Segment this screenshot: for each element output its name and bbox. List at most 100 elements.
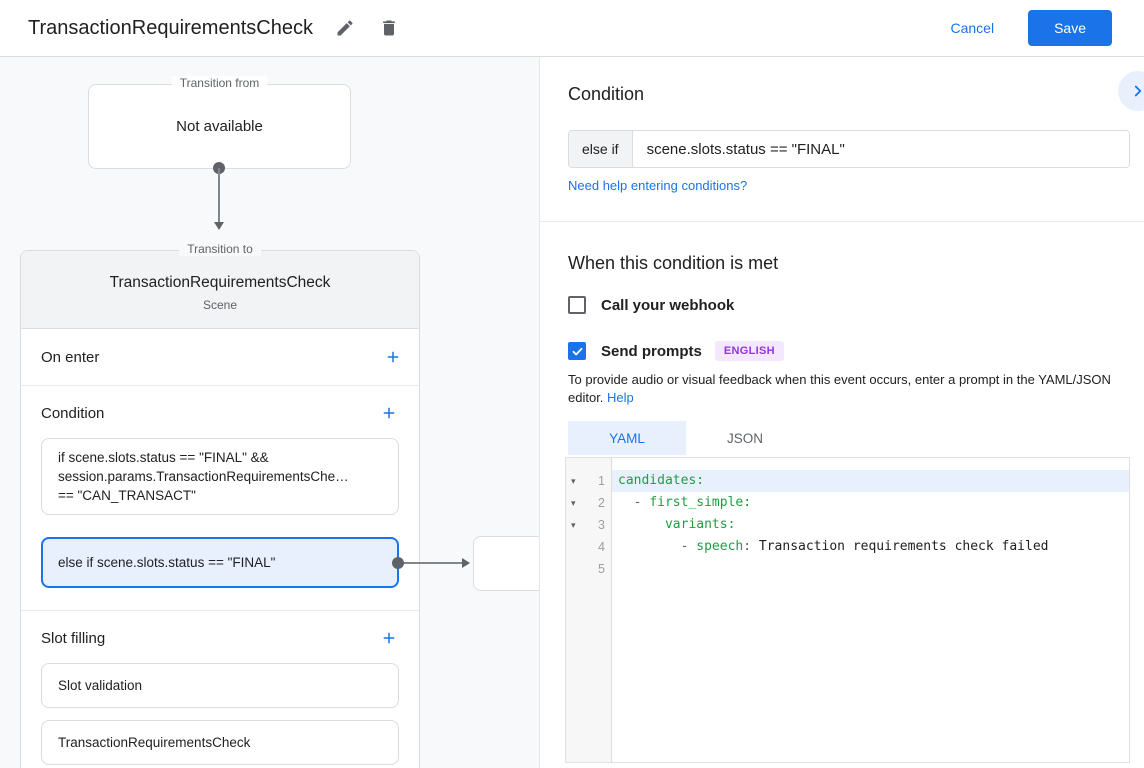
code-token: candidates <box>618 473 697 488</box>
check-icon <box>571 345 584 358</box>
code-token: - <box>633 495 650 510</box>
scene-type: Scene <box>202 298 238 312</box>
condition-item[interactable]: if scene.slots.status == "FINAL" && sess… <box>41 438 399 515</box>
cancel-button[interactable]: Cancel <box>950 20 995 36</box>
edit-title-button[interactable] <box>333 16 357 40</box>
scene-name: TransactionRequirementsCheck <box>109 274 331 291</box>
add-on-enter-button[interactable] <box>383 347 403 367</box>
slot-filling-section: Slot filling Slot validation Transaction… <box>21 611 419 768</box>
code-token: : <box>696 473 705 488</box>
transition-from-label: Transition from <box>171 76 268 90</box>
tab-yaml[interactable]: YAML <box>568 421 686 455</box>
condition-item-selected[interactable]: else if scene.slots.status == "FINAL" <box>41 537 404 588</box>
line-number: 1 <box>598 474 605 488</box>
code-token <box>618 517 665 532</box>
when-met-title: When this condition is met <box>568 253 779 273</box>
pencil-icon <box>335 18 355 38</box>
line-number: 5 <box>598 562 605 576</box>
gutter-row: ▾3 <box>566 514 611 536</box>
send-prompts-row: Send prompts ENGLISH <box>568 341 1144 361</box>
code-line[interactable] <box>612 558 1129 580</box>
fold-arrow-icon[interactable]: ▾ <box>571 476 576 486</box>
plus-icon <box>380 629 398 647</box>
chevron-right-icon <box>1129 82 1144 100</box>
trash-icon <box>379 18 399 38</box>
code-token <box>618 539 681 554</box>
code-token: : <box>743 495 752 510</box>
condition-input-group: else if <box>568 130 1130 168</box>
tab-json[interactable]: JSON <box>726 430 763 446</box>
panel-title: Condition <box>568 84 645 104</box>
arrow-right-icon <box>462 558 470 568</box>
condition-section: Condition if scene.slots.status == "FINA… <box>21 386 419 611</box>
code-token: : <box>727 517 736 532</box>
code-token: speech <box>696 539 744 554</box>
condition-section-label: Condition <box>41 404 105 422</box>
scene-flow-canvas: Transition from Not available Transition… <box>0 57 540 768</box>
editor-tabs: YAML JSON <box>568 421 1144 455</box>
connector-dot <box>392 556 404 569</box>
language-badge: ENGLISH <box>714 341 784 361</box>
on-enter-label: On enter <box>41 348 100 366</box>
condition-item-text: else if scene.slots.status == "FINAL" <box>58 555 276 570</box>
webhook-row: Call your webhook <box>568 296 1144 314</box>
condition-detail-panel: Condition else if Need help entering con… <box>540 57 1144 768</box>
top-bar: TransactionRequirementsCheck Cancel Save <box>0 0 1144 57</box>
plus-icon <box>384 348 402 366</box>
slot-item[interactable]: TransactionRequirementsCheck <box>41 720 399 765</box>
code-line[interactable]: - speech: Transaction requirements check… <box>612 536 1129 558</box>
scene-card-header[interactable]: TransactionRequirementsCheck Scene <box>21 251 419 329</box>
webhook-checkbox[interactable] <box>568 296 586 314</box>
send-prompts-label: Send prompts <box>601 342 702 360</box>
webhook-label: Call your webhook <box>601 296 735 314</box>
page-title: TransactionRequirementsCheck <box>28 16 313 39</box>
on-enter-row[interactable]: On enter <box>21 329 419 386</box>
arrow-down-icon <box>214 222 224 230</box>
code-token <box>618 495 634 510</box>
gutter-row: ▾1 <box>566 470 611 492</box>
connector-line <box>218 168 220 222</box>
help-link[interactable]: Help <box>607 390 634 405</box>
add-condition-button[interactable] <box>379 403 399 423</box>
fold-arrow-icon[interactable]: ▾ <box>571 498 576 508</box>
editor-code[interactable]: candidates: - first_simple: variants: - … <box>612 458 1129 762</box>
add-slot-button[interactable] <box>379 628 399 648</box>
transition-target-box[interactable] <box>473 536 539 591</box>
gutter-row: 4 <box>566 536 611 558</box>
description-text: To provide audio or visual feedback when… <box>568 372 1111 405</box>
transition-to-card: Transition to TransactionRequirementsChe… <box>20 242 420 768</box>
transition-from-value: Not available <box>176 118 263 135</box>
section-divider <box>540 221 1144 222</box>
send-prompts-checkbox[interactable] <box>568 342 586 360</box>
code-line[interactable]: - first_simple: <box>612 492 1129 514</box>
collapse-panel-button[interactable] <box>1118 71 1144 111</box>
delete-scene-button[interactable] <box>377 16 401 40</box>
line-number: 4 <box>598 540 605 554</box>
connector-line <box>404 562 464 564</box>
conditions-help-link[interactable]: Need help entering conditions? <box>568 178 748 193</box>
fold-arrow-icon[interactable]: ▾ <box>571 520 576 530</box>
slot-item[interactable]: Slot validation <box>41 663 399 708</box>
condition-expression-input[interactable] <box>632 131 1129 167</box>
code-token: Transaction requirements check failed <box>758 539 1049 554</box>
gutter-row: ▾2 <box>566 492 611 514</box>
code-token: - <box>680 539 697 554</box>
prompts-description: To provide audio or visual feedback when… <box>568 371 1113 407</box>
main-area: Transition from Not available Transition… <box>0 57 1144 768</box>
slot-filling-label: Slot filling <box>41 629 106 647</box>
line-number: 3 <box>598 518 605 532</box>
condition-prefix: else if <box>569 131 633 167</box>
line-number: 2 <box>598 496 605 510</box>
code-token: : <box>743 539 759 554</box>
code-line[interactable]: variants: <box>612 514 1129 536</box>
plus-icon <box>380 404 398 422</box>
code-token: variants <box>664 517 728 532</box>
save-button[interactable]: Save <box>1028 10 1112 46</box>
code-line[interactable]: candidates: <box>612 470 1129 492</box>
gutter-row: 5 <box>566 558 611 580</box>
code-token: first_simple <box>649 495 744 510</box>
transition-from-box[interactable]: Transition from Not available <box>88 76 351 169</box>
transition-to-label: Transition to <box>179 242 261 256</box>
